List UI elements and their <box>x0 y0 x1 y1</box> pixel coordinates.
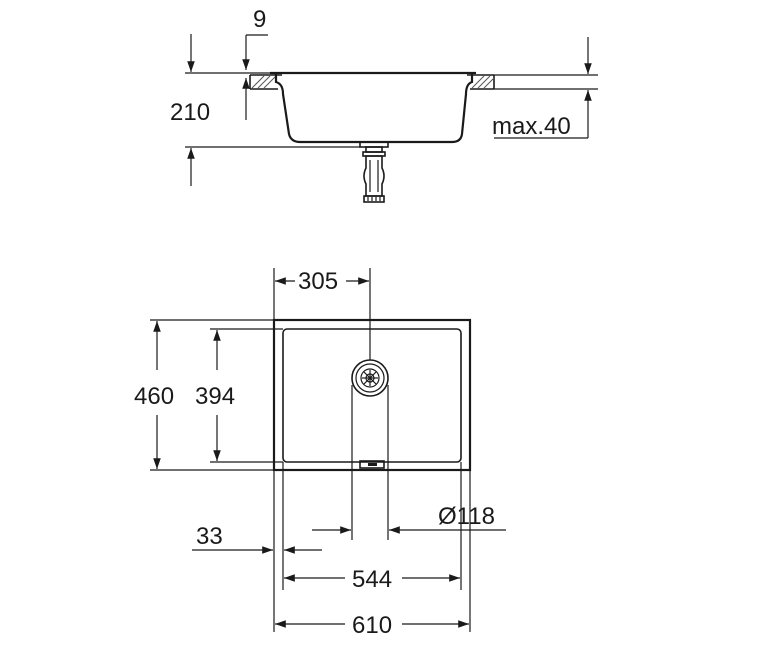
dim-wall-thickness: 9 <box>242 6 268 120</box>
dim-worktop-label: max.40 <box>492 113 571 140</box>
dim-outer-width: 610 <box>275 612 469 639</box>
dim-inner-width: 544 <box>284 566 460 593</box>
dim-inner-width-label: 544 <box>352 566 392 593</box>
waste-fitting <box>359 141 389 203</box>
dim-rim-width: 33 <box>192 523 322 554</box>
overflow-slot <box>359 460 385 469</box>
dim-worktop-thickness: max.40 <box>492 37 598 140</box>
sink-inner-bowl <box>282 328 462 463</box>
dim-inner-depth-label: 394 <box>195 383 235 410</box>
dim-outer-depth: 460 <box>134 319 274 471</box>
dim-rim-label: 33 <box>196 523 223 550</box>
dim-wall-label: 9 <box>253 6 266 33</box>
dim-sink-depth: 210 <box>170 34 360 186</box>
dim-outer-width-label: 610 <box>352 612 392 639</box>
sink-outer-outline <box>272 318 472 472</box>
side-view: 9 210 max.40 <box>170 6 598 203</box>
dim-drain-diameter-label: Ø118 <box>438 503 495 530</box>
dim-depth-label: 210 <box>170 99 210 126</box>
sink-bowl-profile <box>274 74 474 144</box>
drain-icon <box>351 359 389 397</box>
top-view: 305 460 394 Ø118 <box>134 268 506 639</box>
dim-inner-depth: 394 <box>195 328 283 463</box>
dim-drain-offset-label: 305 <box>298 268 338 295</box>
dim-outer-depth-label: 460 <box>134 383 174 410</box>
dim-drain-offset: 305 <box>273 268 371 360</box>
dim-drain-diameter: Ø118 <box>312 385 506 540</box>
